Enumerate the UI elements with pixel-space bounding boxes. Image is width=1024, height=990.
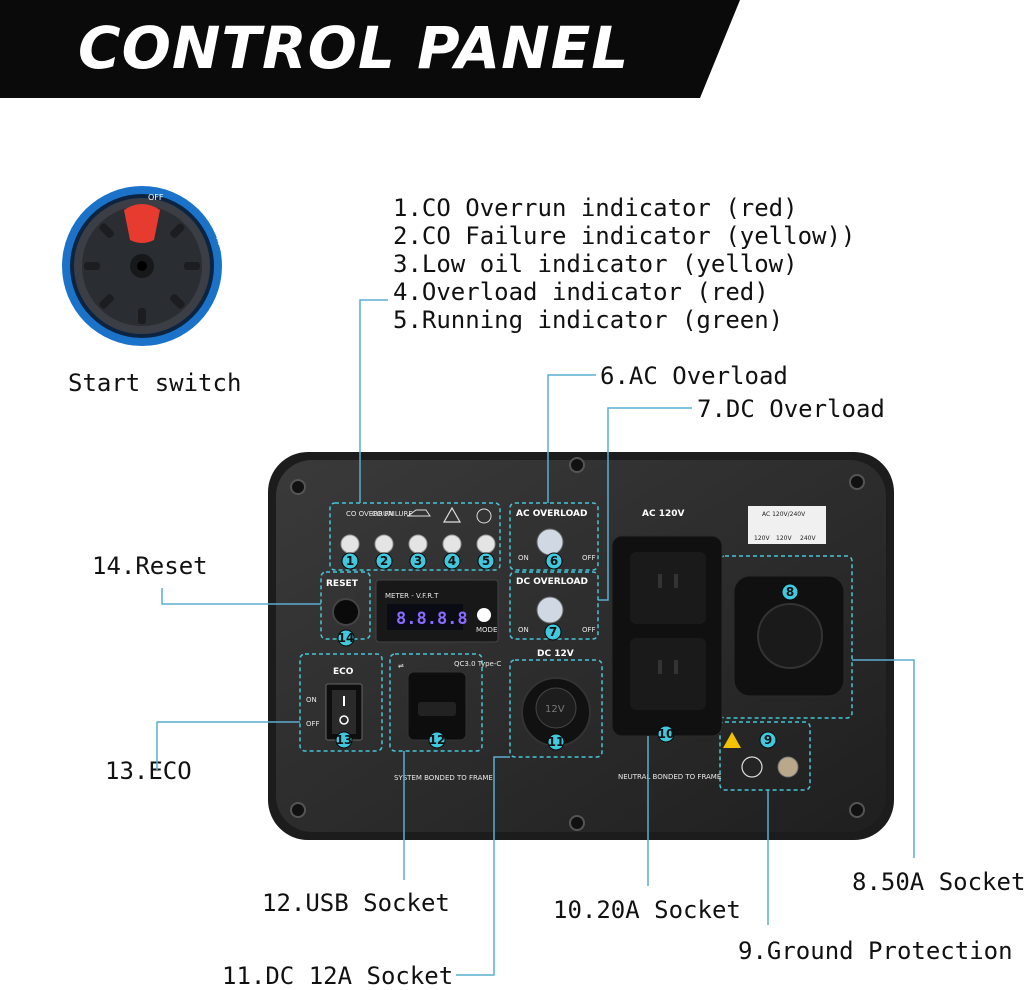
running-icon: [476, 508, 492, 524]
header-banner: CONTROL PANEL: [0, 0, 740, 98]
legend-item: 2.CO Failure indicator (yellow)): [393, 222, 856, 250]
marker-5: 5: [482, 554, 490, 568]
ground-box: [719, 721, 811, 791]
ac-on-text: ON: [518, 554, 529, 562]
voltage-opt: 120V: [776, 535, 792, 542]
warning-icon: [442, 506, 462, 523]
eco-off-text: OFF: [306, 720, 320, 728]
voltage-opt: 120V: [754, 535, 770, 542]
ac-overload-title: AC OVERLOAD: [516, 509, 587, 519]
callout-ground-protection: 9.Ground Protection: [738, 937, 1013, 965]
marker-11: 11: [548, 735, 565, 749]
co-failure-text: CO FAILURE: [372, 510, 413, 518]
meter-display: [387, 604, 463, 630]
meter-mode-button[interactable]: [477, 608, 491, 622]
marker-1: 1: [346, 554, 354, 568]
meter-title: METER - V.F.R.T: [385, 592, 439, 600]
callout-dc12-socket: 11.DC 12A Socket: [222, 962, 454, 990]
dial-red-lever: [124, 204, 160, 243]
marker-12: 12: [429, 733, 446, 747]
reset-title: RESET: [326, 579, 359, 589]
legend-item: 1.CO Overrun indicator (red): [393, 194, 798, 222]
oil-can-icon: [406, 509, 431, 517]
marker-2: 2: [380, 554, 388, 568]
ac-overload-button[interactable]: [536, 528, 564, 556]
dc-overload-button[interactable]: [536, 596, 564, 624]
callout-usb-socket: 12.USB Socket: [262, 889, 450, 917]
usb-icon: ⇌: [398, 662, 404, 670]
voltage-selector-tag: [748, 506, 826, 544]
ac120-title: AC 120V: [642, 509, 684, 519]
marker-13: 13: [336, 733, 353, 747]
eco-on-text: ON: [306, 696, 317, 704]
marker-10: 10: [658, 727, 675, 741]
meter-digits: 8.8.8.8: [396, 609, 468, 629]
socket-20a-bottom[interactable]: [630, 638, 706, 710]
dc-on-text: ON: [518, 626, 529, 634]
usb-box: [389, 653, 483, 752]
socket-50a-box: [719, 555, 853, 719]
indicator-leds: [340, 534, 496, 554]
eco-title: ECO: [333, 667, 354, 677]
marker-7: 7: [549, 625, 557, 639]
numbered-markers: [335, 552, 799, 751]
marker-4: 4: [448, 554, 456, 568]
start-switch-label: Start switch: [68, 369, 242, 397]
page-title: CONTROL PANEL: [78, 14, 630, 82]
legend-item: 4.Overload indicator (red): [393, 278, 769, 306]
dc12-title: DC 12V: [537, 649, 574, 659]
legend-item: 3.Low oil indicator (yellow): [393, 250, 798, 278]
neutral-bonded-text: NEUTRAL BONDED TO FRAME: [618, 773, 721, 781]
marker-9: 9: [764, 733, 772, 747]
dial-off-text: OFF: [148, 193, 164, 202]
system-bonded-text: SYSTEM BONDED TO FRAME: [394, 774, 493, 782]
dc-off-text: OFF: [582, 626, 596, 634]
callout-20a-socket: 10.20A Socket: [553, 896, 741, 924]
eco-box: [299, 653, 383, 752]
ground-symbol-icon: [741, 756, 763, 778]
marker-6: 6: [550, 554, 558, 568]
socket-20a-top[interactable]: [630, 552, 706, 624]
voltage-opt: 240V: [800, 535, 816, 542]
marker-3: 3: [414, 554, 422, 568]
ground-terminal[interactable]: [777, 756, 799, 778]
banner-shape: [0, 0, 740, 98]
dial-run-text: RUN: [214, 236, 225, 251]
dc12-box: [509, 659, 603, 758]
ac-off-text: OFF: [582, 554, 596, 562]
meter-mode-text: MODE: [476, 626, 497, 634]
voltage-tag-title: AC 120V/240V: [762, 511, 806, 518]
indicators-box: [329, 502, 501, 571]
qc-label: QC3.0 Type-C: [454, 660, 501, 668]
callout-reset: 14.Reset: [92, 552, 208, 580]
callout-dc-overload: 7.DC Overload: [697, 395, 885, 423]
legend-item: 5.Running indicator (green): [393, 306, 784, 334]
reset-button[interactable]: [332, 598, 360, 626]
dc-overload-title: DC OVERLOAD: [516, 577, 588, 587]
dc12-cap-text: 12V: [545, 704, 565, 715]
ground-warning-icon: [723, 732, 741, 748]
marker-8: 8: [786, 585, 794, 599]
callout-50a-socket: 8.50A Socket: [852, 868, 1024, 896]
marker-14: 14: [338, 631, 355, 645]
callout-ac-overload: 6.AC Overload: [600, 362, 788, 390]
co-overrun-text: CO OVERRUN: [346, 510, 393, 518]
start-switch-dial[interactable]: OFF RUN CHOKE: [58, 180, 228, 360]
